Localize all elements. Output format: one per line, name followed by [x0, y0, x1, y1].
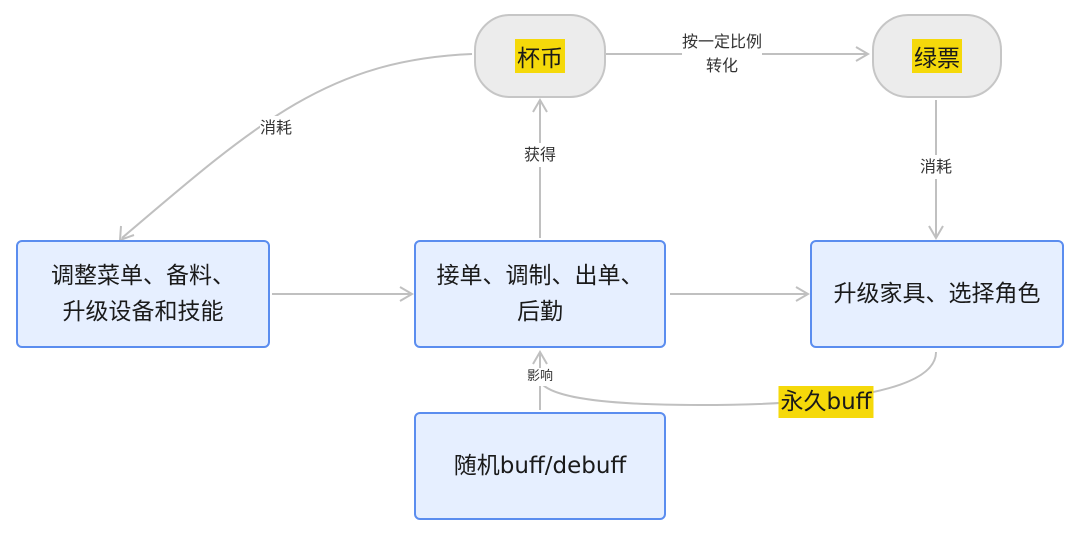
edge-label-permanent-buff: 永久buff [778, 386, 874, 418]
arrowhead-upgrade [928, 225, 944, 240]
edge-label-convert: 按一定比例 转化 [681, 30, 763, 78]
orders-text: 接单、调制、出单、 后勤 [437, 258, 644, 330]
arrowhead-orders [399, 286, 414, 302]
arrowhead-upgrade-left [795, 286, 810, 302]
edge-cupcoin-to-adjust [121, 53, 473, 239]
node-adjust-menu[interactable]: 调整菜单、备料、 升级设备和技能 [16, 240, 270, 348]
edge-label-obtain: 获得 [523, 143, 557, 167]
edge-label-consume-right: 消耗 [919, 155, 953, 179]
edge-label-influence: 影响 [526, 368, 554, 386]
arrowhead-cupcoin [532, 98, 548, 113]
adjust-menu-text: 调整菜单、备料、 升级设备和技能 [51, 258, 235, 330]
orders-line2: 后勤 [517, 299, 563, 325]
arrowhead-orders-bottom [532, 350, 548, 365]
node-random-buff[interactable]: 随机buff/debuff [414, 412, 666, 520]
cup-coin-label: 杯币 [515, 39, 565, 73]
node-orders[interactable]: 接单、调制、出单、 后勤 [414, 240, 666, 348]
convert-line1: 按一定比例 [681, 32, 763, 51]
node-green-ticket[interactable]: 绿票 [872, 14, 1002, 98]
node-cup-coin[interactable]: 杯币 [474, 14, 606, 98]
adjust-menu-line1: 调整菜单、备料、 [51, 263, 235, 289]
node-upgrade-furniture[interactable]: 升级家具、选择角色 [810, 240, 1064, 348]
arrowhead-greenticket [855, 46, 870, 62]
orders-line1: 接单、调制、出单、 [436, 263, 644, 289]
adjust-menu-line2: 升级设备和技能 [62, 299, 224, 325]
edge-label-consume-left: 消耗 [259, 116, 293, 140]
random-buff-label: 随机buff/debuff [453, 453, 627, 479]
upgrade-furniture-label: 升级家具、选择角色 [833, 281, 1041, 307]
edge-upgrade-permanent-buff [542, 351, 937, 407]
green-ticket-label: 绿票 [912, 39, 962, 73]
convert-line2: 转化 [705, 56, 739, 75]
